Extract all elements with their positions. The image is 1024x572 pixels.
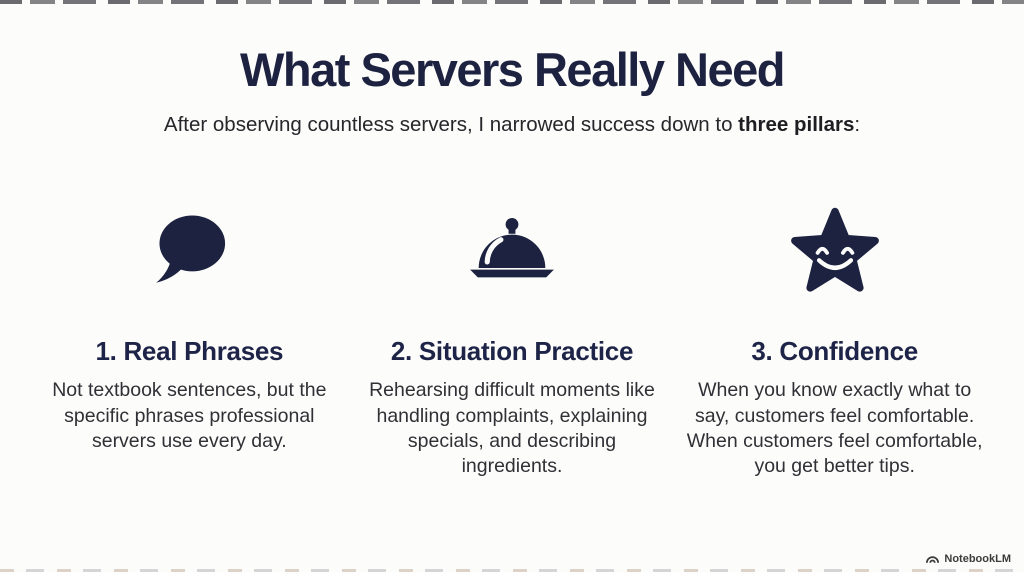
watermark-label: NotebookLM: [944, 553, 1011, 565]
subtitle-colon: :: [854, 112, 861, 136]
bottom-edge-artifact: [0, 569, 1024, 572]
notebooklm-watermark: NotebookLM: [925, 553, 1011, 565]
pillar-heading: 1. Real Phrases: [95, 336, 284, 367]
slide-subtitle: After observing countless servers, I nar…: [0, 112, 1024, 139]
pillar-heading: 2. Situation Practice: [390, 336, 634, 367]
cloche-icon: [359, 204, 666, 296]
subtitle-text: After observing countless servers, I nar…: [163, 112, 739, 136]
pillar-body: Not textbook sentences, but the specific…: [52, 379, 327, 453]
page-title: What Servers Really Need: [240, 43, 785, 96]
pillar-situation-practice: 2. Situation Practice Rehearsing difficu…: [359, 204, 666, 479]
pillar-body: Rehearsing difficult moments like handli…: [369, 379, 655, 478]
notebooklm-icon: [925, 553, 940, 565]
pillars-row: 1. Real Phrases Not textbook sentences, …: [36, 204, 988, 479]
pillar-real-phrases: 1. Real Phrases Not textbook sentences, …: [36, 204, 343, 479]
star-smiley-icon: [681, 204, 988, 296]
pillar-confidence: 3. Confidence When you know exactly what…: [681, 204, 988, 479]
subtitle-bold-text: three pillars: [738, 112, 855, 136]
pillar-heading: 3. Confidence: [751, 336, 918, 367]
speech-bubble-icon: [36, 204, 343, 296]
top-edge-artifact: [0, 0, 1024, 4]
pillar-body: When you know exactly what to say, custo…: [686, 379, 983, 478]
